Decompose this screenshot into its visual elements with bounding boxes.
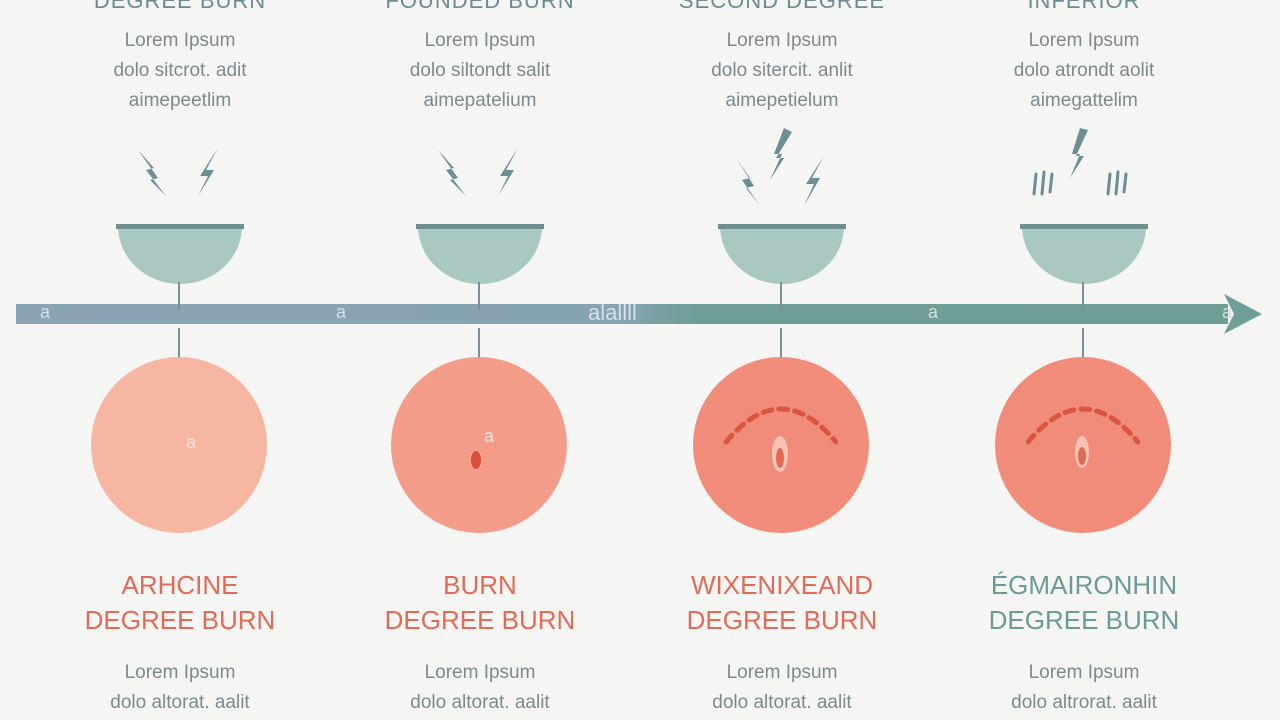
- stage-bottom-title: BURN DEGREE BURN: [360, 568, 600, 638]
- timeline-tick-label: a: [336, 302, 347, 322]
- bowl-shape: [1022, 226, 1146, 284]
- desc-line: aimepeetlim: [128, 90, 232, 111]
- stage-second-degree: SECOND DEGREE Lorem Ipsum dolo sitercit.…: [662, 0, 902, 720]
- title-line: ÉGMAIRONHIN: [990, 570, 1178, 600]
- desc-line: Lorem Ipsum: [1028, 30, 1140, 51]
- desc-line: dolo altorat. aalit: [712, 692, 852, 713]
- stage-bottom-description: Lorem Ipsum dolo altorat. aalit: [60, 658, 300, 718]
- bowl-rim: [116, 224, 244, 229]
- desc-line: dolo sitercit. anlit: [711, 60, 853, 81]
- timeline-tick-label: a: [40, 302, 51, 322]
- lightning-bolt-icon: [198, 148, 218, 196]
- desc-line: aimegattelim: [1030, 90, 1138, 111]
- desc-line: Lorem Ipsum: [726, 662, 838, 683]
- title-line: DEGREE BURN: [84, 605, 276, 635]
- skin-circle-icon: [693, 357, 869, 533]
- stage-top-description: Lorem Ipsum dolo siltondt salit aimepate…: [360, 26, 600, 116]
- desc-line: Lorem Ipsum: [124, 30, 236, 51]
- heat-bowl-icon: [416, 148, 544, 284]
- timeline-tick-label: a: [928, 302, 939, 322]
- heat-bowl-icon: [116, 148, 244, 284]
- stage-top-description: Lorem Ipsum dolo sitercit. anlit aimepet…: [662, 26, 902, 116]
- lightning-bolt-icon: [438, 150, 466, 196]
- desc-line: dolo altrorat. aalit: [1011, 692, 1157, 713]
- skin-label: a: [484, 426, 495, 446]
- timeline-bar: [16, 304, 1228, 324]
- timeline-arrowhead: [1224, 294, 1262, 334]
- bowl-shape: [118, 226, 242, 284]
- title-line: DEGREE BURN: [686, 605, 878, 635]
- title-line: WIXENIXEAND: [690, 570, 874, 600]
- skin-circle-icon: [995, 357, 1171, 533]
- skin-circle-icon: a: [91, 357, 267, 533]
- blister-arc: [723, 406, 839, 445]
- connector-line: [478, 282, 480, 310]
- lightning-bolt-icon: [770, 128, 792, 180]
- stage-top-title: INFERIOR: [1027, 0, 1141, 13]
- heat-bowl-icon: [718, 128, 846, 284]
- desc-line: dolo altorat. aalit: [110, 692, 250, 713]
- bowl-shape: [720, 226, 844, 284]
- stage-bottom-title: ARHCINE DEGREE BURN: [60, 568, 300, 638]
- stage-bottom-title: ÉGMAIRONHIN DEGREE BURN: [964, 568, 1204, 638]
- bowl-rim: [1020, 224, 1148, 229]
- title-line: ARHCINE: [121, 570, 239, 600]
- stage-bottom-title: WIXENIXEAND DEGREE BURN: [662, 568, 902, 638]
- stage-top-title: DEGREE BURN: [93, 0, 267, 13]
- stage-first-degree: DEGREE BURN Lorem Ipsum dolo sitcrot. ad…: [60, 0, 300, 720]
- lightning-bolt-icon: [736, 158, 760, 206]
- lightning-bolt-icon: [1070, 128, 1088, 178]
- stage-superficial-burn: FOUNDED BURN Lorem Ipsum dolo siltondt s…: [360, 0, 600, 720]
- timeline-tick-label: a: [1222, 302, 1233, 322]
- stage-top-description: Lorem Ipsum dolo sitcrot. adit aimepeetl…: [60, 26, 300, 116]
- lightning-bolt-icon: [498, 148, 518, 196]
- lightning-bolt-icon: [804, 156, 824, 206]
- timeline-center-label: alallll: [588, 300, 637, 325]
- desc-line: aimepatelium: [423, 90, 537, 111]
- desc-line: dolo sitcrot. adit: [113, 60, 247, 81]
- blister-mark: [471, 451, 481, 469]
- title-line: DEGREE BURN: [988, 605, 1180, 635]
- connector-line: [178, 328, 180, 358]
- stage-top-description: Lorem Ipsum dolo atrondt aolit aimegatte…: [964, 26, 1204, 116]
- desc-line: Lorem Ipsum: [726, 30, 838, 51]
- connector-line: [178, 282, 180, 310]
- desc-line: dolo siltondt salit: [409, 60, 551, 81]
- desc-line: Lorem Ipsum: [1028, 662, 1140, 683]
- connector-line: [1082, 282, 1084, 310]
- skin-circle-icon: a: [391, 357, 567, 533]
- desc-line: dolo altorat. aalit: [410, 692, 550, 713]
- bowl-rim: [416, 224, 544, 229]
- stage-bottom-description: Lorem Ipsum dolo altorat. aalit: [360, 658, 600, 718]
- desc-line: aimepetielum: [725, 90, 839, 111]
- title-line: BURN: [443, 570, 517, 600]
- timeline-arrow: [16, 294, 1262, 334]
- bowl-shape: [418, 226, 542, 284]
- stage-top-title: SECOND DEGREE: [678, 0, 886, 13]
- desc-line: Lorem Ipsum: [424, 30, 536, 51]
- connector-line: [1082, 328, 1084, 358]
- connector-line: [478, 328, 480, 358]
- lightning-bolt-icon: [138, 150, 166, 196]
- stage-top-title: FOUNDED BURN: [385, 0, 575, 13]
- desc-line: Lorem Ipsum: [124, 662, 236, 683]
- desc-line: Lorem Ipsum: [424, 662, 536, 683]
- stage-third-degree: INFERIOR Lorem Ipsum dolo atrondt aolit …: [964, 0, 1204, 720]
- stage-bottom-description: Lorem Ipsum dolo altorat. aalit: [662, 658, 902, 718]
- heat-bowl-icon: [1020, 128, 1148, 284]
- desc-line: dolo atrondt aolit: [1013, 60, 1155, 81]
- title-line: DEGREE BURN: [384, 605, 576, 635]
- bowl-rim: [718, 224, 846, 229]
- skin-label: a: [186, 432, 197, 452]
- heat-lines-icon: [1032, 170, 1128, 196]
- blister-arc: [1025, 406, 1141, 445]
- stage-bottom-description: Lorem Ipsum dolo altrorat. aalit: [964, 658, 1204, 718]
- connector-line: [780, 282, 782, 310]
- connector-line: [780, 328, 782, 358]
